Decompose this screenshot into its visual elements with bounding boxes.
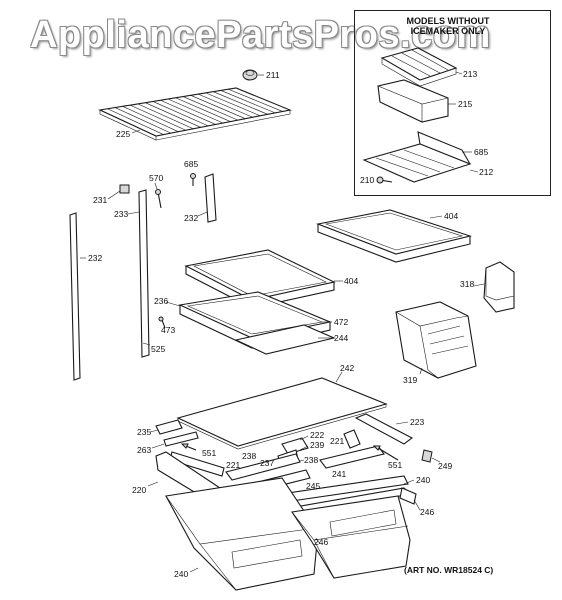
callout-319: 319 — [403, 375, 418, 385]
part-232-rail-left — [69, 212, 86, 381]
callout-225: 225 — [116, 129, 131, 139]
shelf-wire — [205, 92, 261, 117]
part-225-wire-shelf — [98, 87, 292, 141]
callout-685-inset: 685 — [474, 147, 489, 157]
shelf-wire — [182, 96, 239, 121]
inset-title: MODELS WITHOUT ICEMAKER ONLY — [378, 16, 518, 36]
shelf-wire — [160, 99, 216, 125]
part-473-525-fasteners — [142, 316, 166, 346]
callout-249: 249 — [438, 461, 453, 471]
callout-237: 237 — [260, 458, 275, 468]
part-215-ice-bucket — [377, 79, 456, 123]
callout-525: 525 — [151, 344, 166, 354]
callout-551-right: 551 — [388, 460, 403, 470]
shelf-wire — [130, 104, 186, 131]
icemaker-inset-box — [354, 10, 551, 196]
callout-212: 212 — [479, 167, 494, 177]
callout-221-left: 221 — [226, 460, 241, 470]
callout-473: 473 — [161, 325, 176, 335]
callout-404-middle: 404 — [344, 276, 359, 286]
shelf-wire — [213, 91, 268, 115]
part-210-screw — [376, 176, 393, 184]
part-319-ice-bin — [395, 301, 477, 379]
callout-232-right: 232 — [184, 213, 199, 223]
callout-404-upper: 404 — [444, 211, 459, 221]
part-235-263-brackets — [149, 419, 199, 449]
callout-211: 211 — [266, 70, 280, 80]
callout-240-right: 240 — [416, 475, 431, 485]
callout-244: 244 — [334, 333, 349, 343]
shelf-wire — [175, 97, 231, 122]
callout-263: 263 — [137, 445, 152, 455]
callout-231: 231 — [93, 195, 108, 205]
callout-685: 685 — [184, 159, 199, 169]
part-231-clip — [107, 184, 130, 200]
part-221-clip-right — [343, 429, 361, 449]
art-number: (ART NO. WR18524 C) — [404, 565, 494, 575]
inset-title-line1: MODELS WITHOUT — [406, 16, 490, 26]
shelf-wire — [137, 103, 194, 130]
shelf-wire — [220, 90, 276, 114]
callout-242: 242 — [340, 363, 355, 373]
callout-238-left: 238 — [242, 451, 257, 461]
part-232-rail-right — [197, 173, 217, 223]
callout-213: 213 — [463, 69, 478, 79]
callout-239: 239 — [310, 440, 325, 450]
callout-236: 236 — [154, 296, 169, 306]
shelf-wire — [122, 106, 179, 132]
callout-241: 241 — [332, 469, 347, 479]
shelf-wire — [190, 95, 246, 119]
part-240-drawer-right — [291, 495, 411, 579]
part-213-ice-tray — [380, 47, 463, 87]
callout-220: 220 — [132, 485, 147, 495]
part-223-rail — [354, 413, 414, 445]
part-570-screw — [154, 182, 162, 209]
callout-235: 235 — [137, 427, 152, 437]
part-242-glass — [176, 371, 388, 450]
callout-570: 570 — [149, 173, 164, 183]
shelf-wire — [228, 88, 283, 112]
part-685-screw — [190, 173, 196, 186]
shelf-wire — [198, 93, 253, 118]
part-404-shelf-upper — [316, 209, 473, 263]
part-236-crisper-shelf — [165, 291, 336, 355]
callout-215: 215 — [458, 99, 473, 109]
callout-238-right: 238 — [304, 455, 319, 465]
callout-551-left: 551 — [202, 448, 217, 458]
shelf-wire — [152, 101, 209, 127]
part-246-clip — [399, 487, 421, 511]
callout-210: 210 — [360, 175, 375, 185]
callout-246-right: 246 — [420, 507, 435, 517]
shelf-wire — [114, 107, 172, 134]
callout-233: 233 — [114, 209, 129, 219]
callout-221-right: 221 — [330, 436, 345, 446]
part-211-knob — [242, 69, 264, 81]
callout-318: 318 — [460, 279, 475, 289]
part-240-drawer-left — [165, 477, 319, 591]
callout-232-left: 232 — [88, 253, 103, 263]
part-551-left — [180, 443, 197, 451]
part-241-rail — [319, 445, 385, 469]
callout-246-center: 246 — [314, 537, 329, 547]
shelf-wire — [167, 98, 224, 124]
shelf-wire — [145, 102, 201, 128]
inset-title-line2: ICEMAKER ONLY — [410, 26, 486, 36]
part-233-rail — [127, 189, 150, 358]
callout-223: 223 — [410, 417, 425, 427]
part-212-ice-shelf — [362, 131, 479, 183]
callout-240-drawer: 240 — [174, 569, 189, 579]
callout-222: 222 — [310, 430, 325, 440]
shelf-wire — [107, 108, 164, 135]
part-551-249 — [372, 445, 441, 463]
callout-472: 472 — [334, 317, 349, 327]
part-318-bracket — [473, 261, 515, 313]
callout-245: 245 — [306, 481, 321, 491]
